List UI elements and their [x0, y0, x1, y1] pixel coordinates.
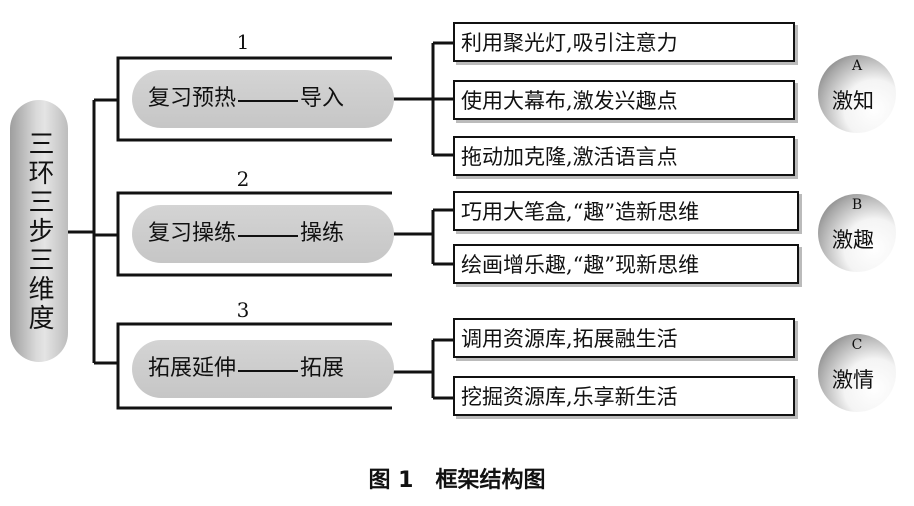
badge-a-letter: A — [851, 58, 863, 74]
badge-b: B 激趣 — [818, 194, 896, 272]
stage-3-number: 3 — [236, 298, 250, 322]
stage-2-number: 2 — [236, 167, 250, 191]
badge-c-label: 激情 — [832, 368, 874, 392]
stage-2-frame — [116, 191, 133, 277]
stage-3-label: 拓展延伸 — [148, 356, 237, 381]
badge-a-label: 激知 — [832, 89, 874, 113]
stage-3-dash — [238, 370, 298, 372]
stage-2-dash — [238, 235, 298, 237]
stage-1-item-2: 使用大幕布,激发兴趣点 — [453, 80, 795, 120]
stage-2-item-1: 巧用大笔盒,“趣”造新思维 — [453, 191, 799, 231]
stage-2-item-2: 绘画增乐趣,“趣”现新思维 — [453, 244, 799, 284]
stage-1-label: 复习预热 — [148, 86, 237, 111]
stage-1-node: 复习预热 导入 — [132, 70, 394, 128]
stage-3-frame — [116, 322, 133, 410]
stage-2-short-label: 操练 — [300, 221, 345, 246]
badge-c-letter: C — [851, 337, 863, 353]
badge-c: C 激情 — [818, 334, 896, 412]
root-node: 三环三步三维度 — [10, 100, 68, 362]
stage-1-dash — [238, 100, 298, 102]
badge-b-letter: B — [851, 197, 863, 213]
stage-1-item-3: 拖动加克隆,激活语言点 — [453, 136, 795, 176]
stage-3-short-label: 拓展 — [300, 356, 345, 381]
stage-3-item-2: 挖掘资源库,乐享新生活 — [453, 376, 795, 416]
stage-2-node: 复习操练 操练 — [132, 205, 394, 263]
stage-1-short-label: 导入 — [300, 86, 345, 111]
root-label: 三环三步三维度 — [24, 129, 54, 333]
stage-1-item-1: 利用聚光灯,吸引注意力 — [453, 22, 795, 62]
badge-b-label: 激趣 — [832, 228, 874, 252]
stage-1-number: 1 — [236, 30, 250, 54]
stage-3-item-1: 调用资源库,拓展融生活 — [453, 318, 795, 358]
badge-a: A 激知 — [818, 55, 896, 133]
stage-2-label: 复习操练 — [148, 221, 237, 246]
stage-1-frame — [116, 56, 133, 142]
figure-caption: 图 1 框架结构图 — [368, 468, 546, 493]
stage-3-node: 拓展延伸 拓展 — [132, 340, 394, 398]
